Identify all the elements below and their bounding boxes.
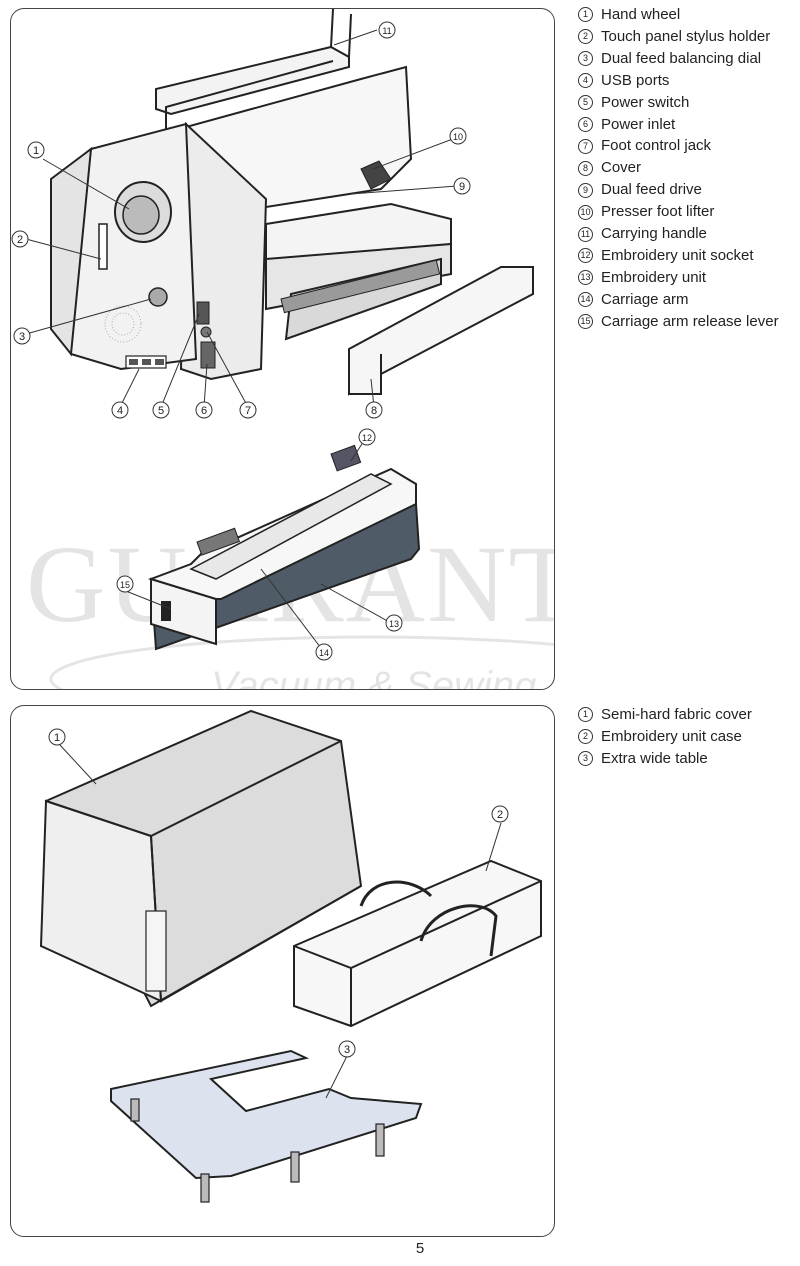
callout-2: 2 [497,809,503,821]
legend-number: 3 [578,751,593,767]
legend-number: 1 [578,707,593,723]
legend-item: 2 Embroidery unit case [578,726,752,748]
figure-2-legend: 1 Semi-hard fabric cover 2 Embroidery unit… [578,704,752,770]
legend-number: 4 [578,73,593,89]
callout-11: 11 [382,26,391,36]
legend-number: 14 [578,292,593,308]
legend-number: 13 [578,270,593,286]
legend-number: 12 [578,248,593,264]
callout-3: 3 [19,331,25,343]
legend-label: Dual feed balancing dial [601,49,762,67]
legend-label: Touch panel stylus holder [601,27,771,45]
legend-number: 2 [578,29,593,45]
legend-label: Presser foot lifter [601,203,715,221]
figure-2-panel: 1 2 3 [10,705,555,1237]
legend-label: Embroidery unit socket [601,246,754,264]
callout-1: 1 [54,732,60,744]
legend-number: 2 [578,729,593,745]
legend-item: 3 Extra wide table [578,748,752,770]
legend-number: 9 [578,182,593,198]
legend-label: Dual feed drive [601,181,702,199]
callout-13: 13 [389,619,399,629]
callout-5: 5 [158,405,164,417]
legend-item: 13 Embroidery unit [578,267,779,289]
watermark-subtitle: Vacuum & Sewing [211,664,536,689]
legend-label: Cover [601,159,642,177]
legend-label: Foot control jack [601,137,712,155]
legend-item: 1 Semi-hard fabric cover [578,704,752,726]
legend-label: Carriage arm release lever [601,312,779,330]
figure-1-legend: 1 Hand wheel 2 Touch panel stylus holder 3… [578,4,779,333]
legend-item: 10 Presser foot lifter [578,201,779,223]
legend-item: 4 USB ports [578,70,779,92]
legend-item: 14 Carriage arm [578,289,779,311]
legend-item: 8 Cover [578,157,779,179]
legend-number: 10 [578,204,593,220]
callout-3: 3 [344,1044,350,1056]
legend-number: 1 [578,7,593,23]
legend-number: 6 [578,116,593,132]
legend-item: 15 Carriage arm release lever [578,311,779,333]
legend-label: Extra wide table [601,749,708,767]
legend-label: Carriage arm [601,290,689,308]
legend-number: 7 [578,138,593,154]
legend-number: 3 [578,51,593,67]
callout-14: 14 [319,648,329,658]
callout-2: 2 [17,234,23,246]
hand-wheel [114,181,172,243]
legend-item: 11 Carrying handle [578,223,779,245]
legend-label: Carrying handle [601,225,707,243]
page-number: 5 [415,1240,425,1257]
legend-item: 6 Power inlet [578,114,779,136]
legend-label: Power inlet [601,115,676,133]
fabric-cover [39,709,363,1008]
legend-label: Embroidery unit [601,268,707,286]
callout-12: 12 [362,433,372,443]
legend-label: Power switch [601,93,690,111]
legend-label: Hand wheel [601,6,681,23]
legend-item: 9 Dual feed drive [578,179,779,201]
legend-label: Semi-hard fabric cover [601,706,752,723]
legend-item: 1 Hand wheel [578,4,779,26]
extra-wide-table [110,1049,423,1203]
legend-number: 5 [578,95,593,111]
cover [348,266,534,396]
accessories-illustration: 1 2 3 [39,709,542,1203]
legend-item: 3 Dual feed balancing dial [578,48,779,70]
embroidery-unit-case [293,859,542,1028]
callout-4: 4 [117,405,123,417]
legend-number: 11 [578,226,593,242]
callout-15: 15 [120,580,130,590]
callout-9: 9 [459,181,465,193]
callout-1: 1 [33,145,39,157]
legend-item: 7 Foot control jack [578,135,779,157]
legend-item: 12 Embroidery unit socket [578,245,779,267]
callout-6: 6 [201,405,207,417]
legend-item: 2 Touch panel stylus holder [578,26,779,48]
legend-number: 8 [578,160,593,176]
legend-label: Embroidery unit case [601,727,742,745]
sewing-machine-illustration: GUARANTEE Vacuum & Sewing [11,9,554,689]
legend-number: 15 [578,314,593,330]
callout-8: 8 [371,405,377,417]
legend-label: USB ports [601,71,670,89]
callout-10: 10 [453,132,463,142]
figure-1-panel: GUARANTEE Vacuum & Sewing [10,8,555,690]
callout-7: 7 [245,405,251,417]
legend-item: 5 Power switch [578,92,779,114]
embroidery-unit [147,444,421,651]
